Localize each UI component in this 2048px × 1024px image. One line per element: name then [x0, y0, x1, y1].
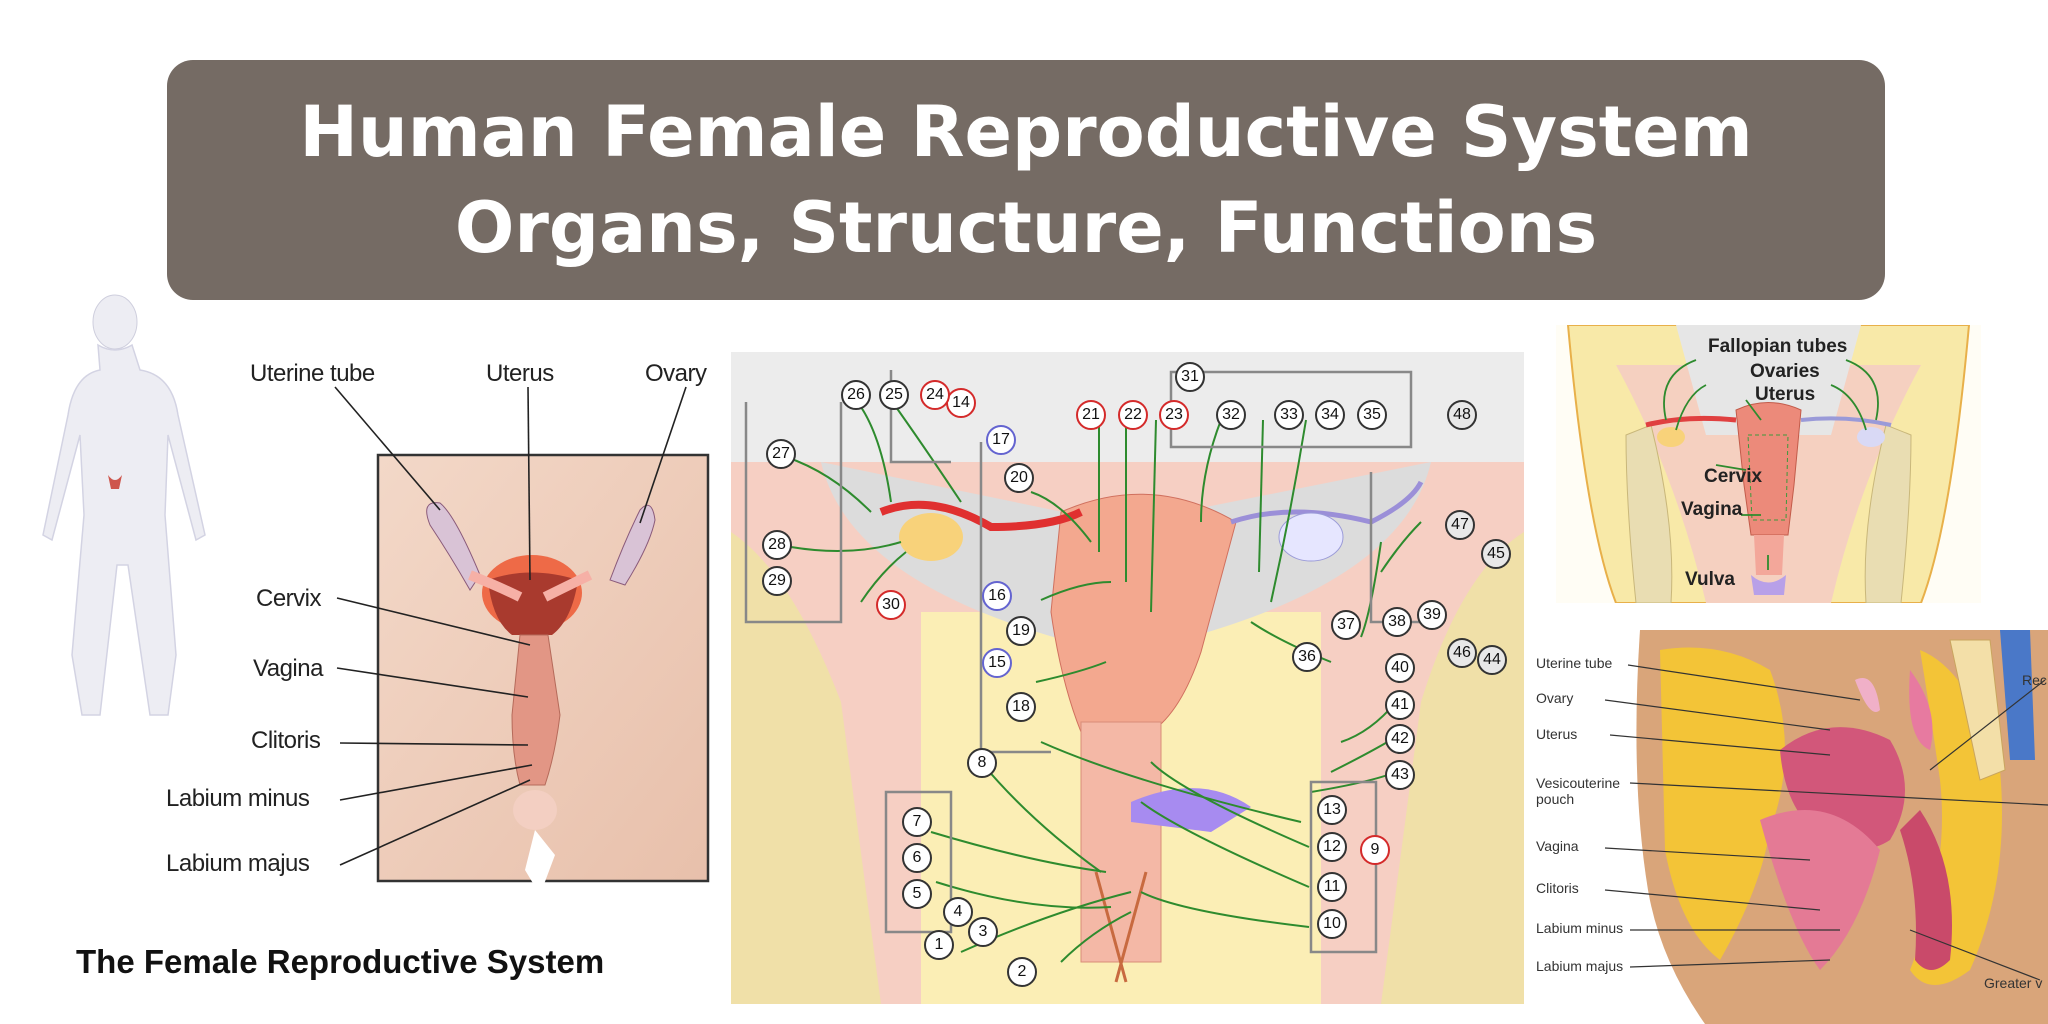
- top-right-diagram-illustration: [1556, 325, 1981, 603]
- marker-9: 9: [1360, 835, 1390, 865]
- marker-3: 3: [968, 917, 998, 947]
- page-title: Human Female Reproductive System Organs,…: [299, 91, 1753, 269]
- marker-39: 39: [1417, 600, 1447, 630]
- marker-32: 32: [1216, 400, 1246, 430]
- marker-29: 29: [762, 566, 792, 596]
- label-uterine-tube-br: Uterine tube: [1536, 655, 1613, 671]
- marker-30: 30: [876, 590, 906, 620]
- marker-16: 16: [982, 581, 1012, 611]
- center-diagram-panel: 1 2 3 4 5 6 7 8 9 10 11 12 13 14 15 16 1…: [731, 352, 1524, 1004]
- label-labium-majus: Labium majus: [166, 850, 310, 877]
- marker-10: 10: [1317, 909, 1347, 939]
- marker-5: 5: [902, 879, 932, 909]
- bottom-right-diagram-illustration: [1530, 630, 2048, 1024]
- marker-33: 33: [1274, 400, 1304, 430]
- marker-20: 20: [1004, 463, 1034, 493]
- left-diagram-caption: The Female Reproductive System: [76, 943, 605, 980]
- marker-35: 35: [1357, 400, 1387, 430]
- label-vagina-tr: Vagina: [1681, 499, 1743, 520]
- label-vesicouterine-pouch: Vesicouterine pouch: [1536, 775, 1621, 807]
- label-clitoris: Clitoris: [251, 727, 321, 754]
- marker-41: 41: [1385, 690, 1415, 720]
- label-uterus: Uterus: [486, 360, 554, 387]
- marker-34: 34: [1315, 400, 1345, 430]
- marker-14: 14: [946, 388, 976, 418]
- label-uterus-tr: Uterus: [1755, 384, 1816, 405]
- marker-47: 47: [1445, 510, 1475, 540]
- marker-18: 18: [1006, 692, 1036, 722]
- label-labium-majus-br: Labium majus: [1536, 958, 1624, 974]
- label-ovaries: Ovaries: [1750, 361, 1820, 382]
- marker-7: 7: [902, 807, 932, 837]
- marker-4: 4: [943, 897, 973, 927]
- marker-21: 21: [1076, 400, 1106, 430]
- left-diagram-illustration: [42, 294, 710, 895]
- left-diagram-panel: Uterine tube Uterus Ovary Cervix Vagina …: [0, 275, 725, 1024]
- marker-1: 1: [924, 930, 954, 960]
- marker-48: 48: [1447, 400, 1477, 430]
- marker-45: 45: [1481, 539, 1511, 569]
- label-vagina-br: Vagina: [1536, 838, 1579, 854]
- marker-11: 11: [1317, 872, 1347, 902]
- marker-19: 19: [1006, 616, 1036, 646]
- label-rectum-partial: Rec: [2022, 672, 2047, 688]
- label-ovary-br: Ovary: [1536, 690, 1574, 706]
- marker-37: 37: [1331, 610, 1361, 640]
- marker-31: 31: [1175, 362, 1205, 392]
- title-banner: Human Female Reproductive System Organs,…: [167, 60, 1885, 300]
- label-ovary: Ovary: [645, 360, 707, 387]
- marker-42: 42: [1385, 724, 1415, 754]
- marker-8: 8: [967, 748, 997, 778]
- marker-17: 17: [986, 425, 1016, 455]
- marker-12: 12: [1317, 832, 1347, 862]
- label-uterus-br: Uterus: [1536, 726, 1578, 742]
- label-cervix: Cervix: [256, 585, 322, 612]
- marker-24: 24: [920, 380, 950, 410]
- marker-15: 15: [982, 648, 1012, 678]
- marker-22: 22: [1118, 400, 1148, 430]
- label-labium-minus-br: Labium minus: [1536, 920, 1624, 936]
- marker-25: 25: [879, 380, 909, 410]
- marker-40: 40: [1385, 653, 1415, 683]
- marker-44: 44: [1477, 645, 1507, 675]
- label-labium-minus: Labium minus: [166, 785, 310, 812]
- marker-6: 6: [902, 843, 932, 873]
- label-cervix-tr: Cervix: [1704, 466, 1763, 487]
- marker-13: 13: [1317, 795, 1347, 825]
- marker-38: 38: [1382, 607, 1412, 637]
- marker-46: 46: [1447, 638, 1477, 668]
- label-vulva: Vulva: [1685, 569, 1735, 590]
- body-silhouette: [42, 294, 206, 716]
- marker-36: 36: [1292, 642, 1322, 672]
- label-fallopian-tubes: Fallopian tubes: [1708, 336, 1848, 357]
- top-right-diagram-panel: Fallopian tubes Ovaries Uterus Cervix Va…: [1556, 325, 1981, 603]
- label-clitoris-br: Clitoris: [1536, 880, 1579, 896]
- marker-23: 23: [1159, 400, 1189, 430]
- marker-43: 43: [1385, 760, 1415, 790]
- bottom-right-diagram-panel: Uterine tube Ovary Uterus Vesicouterine …: [1530, 630, 2048, 1024]
- label-uterine-tube: Uterine tube: [250, 360, 375, 387]
- marker-2: 2: [1007, 957, 1037, 987]
- marker-28: 28: [762, 530, 792, 560]
- label-vagina: Vagina: [253, 655, 323, 682]
- label-greater-partial: Greater v: [1984, 975, 2043, 991]
- marker-27: 27: [766, 439, 796, 469]
- marker-26: 26: [841, 380, 871, 410]
